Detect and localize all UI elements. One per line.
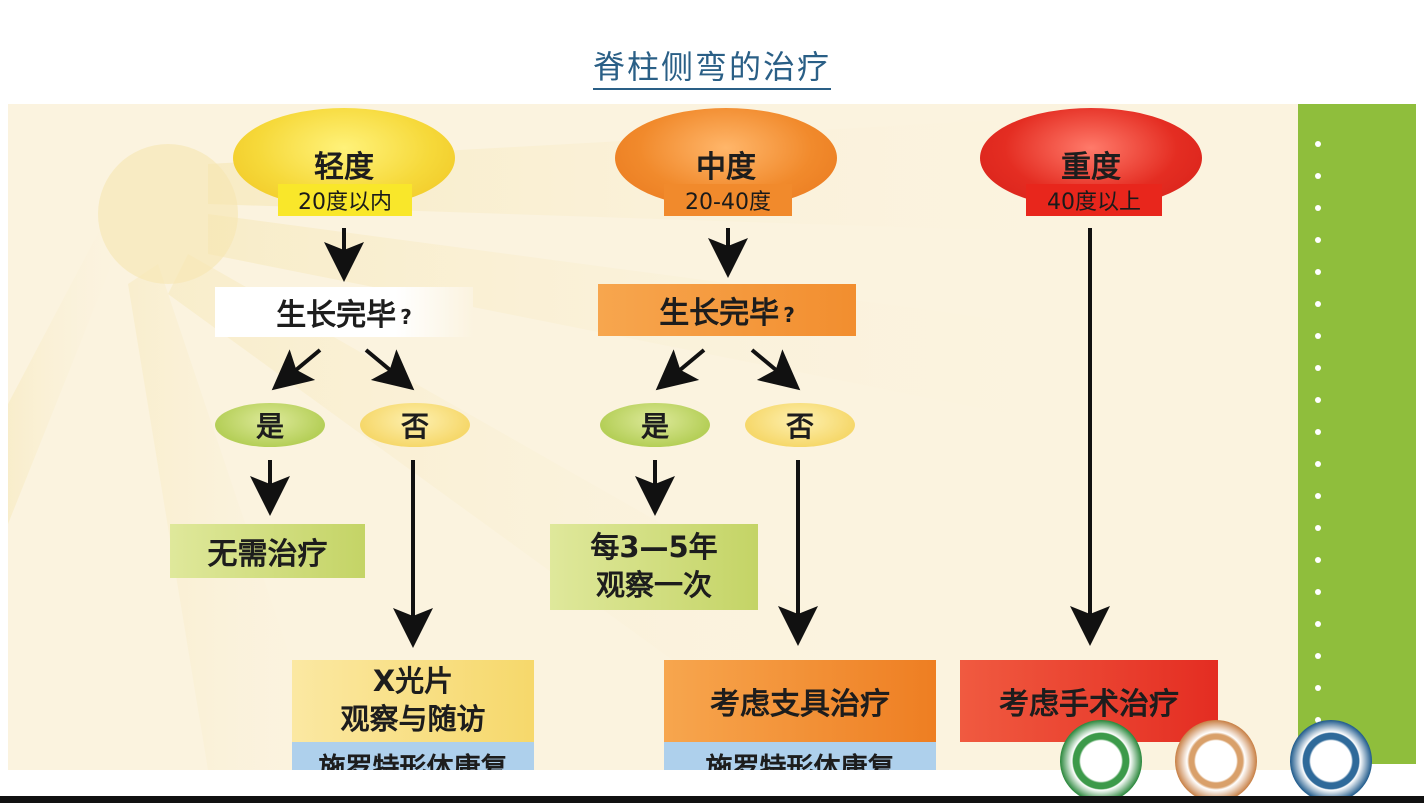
university-logo-right	[1290, 720, 1372, 802]
moderate-observe-box: 每3—5年 观察一次	[550, 524, 758, 610]
arrow-moderate-to-no	[750, 348, 801, 391]
mild-no-treatment-box: 无需治疗	[170, 524, 365, 578]
moderate-no-node: 否	[745, 403, 855, 447]
moderate-brace-box: 考虑支具治疗	[664, 660, 936, 742]
bottom-edge-bar	[0, 796, 1424, 803]
university-logo-left	[1060, 720, 1142, 802]
university-logo-middle	[1175, 720, 1257, 802]
mild-question-box: 生长完毕?	[215, 287, 473, 337]
moderate-range-badge: 20-40度	[664, 184, 792, 216]
arrow-mild-to-yes	[271, 348, 322, 391]
severe-grade-label: 重度	[1061, 150, 1121, 185]
severe-range-badge: 40度以上	[1026, 184, 1162, 216]
mild-no-node: 否	[360, 403, 470, 447]
mild-yes-node: 是	[215, 403, 325, 447]
mild-xray-followup-box: X光片 观察与随访	[292, 660, 534, 742]
moderate-grade-label: 中度	[696, 150, 756, 185]
arrow-mild-to-no	[364, 348, 415, 391]
moderate-question-box: 生长完毕?	[598, 284, 856, 336]
side-decoration-strip	[1298, 104, 1416, 764]
mild-range-badge: 20度以内	[278, 184, 412, 216]
moderate-yes-node: 是	[600, 403, 710, 447]
mild-grade-label: 轻度	[314, 150, 374, 185]
arrow-moderate-to-yes	[655, 348, 706, 391]
page-title: 脊柱侧弯的治疗	[0, 42, 1424, 90]
